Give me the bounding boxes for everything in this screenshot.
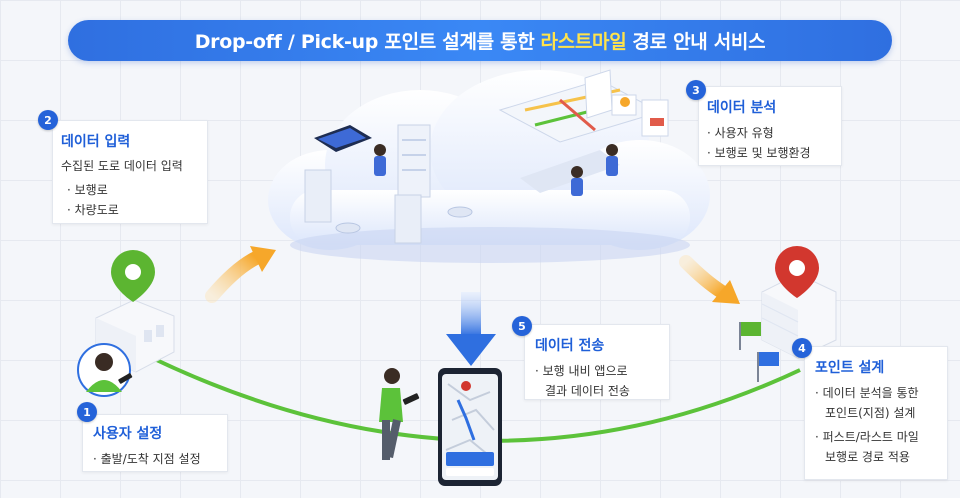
step-5-badge: 5 bbox=[512, 316, 532, 336]
step-1-card: 사용자 설정 · 출발/도착 지점 설정 bbox=[82, 414, 228, 472]
step-3-item-2: · 보행로 및 보행환경 bbox=[707, 146, 811, 160]
navigation-app-phone-icon bbox=[438, 368, 502, 486]
accessibility-flag-icon bbox=[757, 352, 779, 382]
location-pin-green-icon bbox=[111, 250, 155, 302]
download-arrow-icon bbox=[446, 292, 496, 366]
step-3-heading: 데이터 분석 bbox=[707, 100, 777, 116]
step-4-item-1: · 데이터 분석을 통한 bbox=[815, 386, 919, 400]
title-banner: Drop-off / Pick-up 포인트 설계를 통한 라스트마일 경로 안… bbox=[68, 20, 892, 61]
step-1-badge: 1 bbox=[77, 402, 97, 422]
step-1-item-1: · 출발/도착 지점 설정 bbox=[93, 452, 201, 466]
step-2-item-1: · 보행로 bbox=[67, 183, 108, 197]
step-4-item-4: 보행로 경로 적용 bbox=[825, 450, 910, 464]
end-building-icon bbox=[761, 273, 837, 359]
step-4-badge: 4 bbox=[792, 338, 812, 358]
pedestrian-flag-icon bbox=[739, 322, 761, 350]
step-2-heading: 데이터 입력 bbox=[61, 134, 131, 150]
step-5-item-1: · 보행 내비 앱으로 bbox=[535, 364, 628, 378]
step-5-card: 데이터 전송 · 보행 내비 앱으로 결과 데이터 전송 bbox=[524, 324, 670, 400]
step-3-badge: 3 bbox=[686, 80, 706, 100]
location-pin-red-icon bbox=[775, 246, 819, 298]
user-avatar-icon bbox=[77, 343, 133, 397]
step-4-heading: 포인트 설계 bbox=[815, 360, 885, 376]
step-4-item-2: 포인트(지점) 설계 bbox=[825, 406, 916, 420]
step-2-item-2: · 차량도로 bbox=[67, 203, 119, 217]
step-3-item-1: · 사용자 유형 bbox=[707, 126, 774, 140]
data-center-cloud-icon bbox=[268, 69, 710, 263]
step-1-heading: 사용자 설정 bbox=[93, 426, 163, 442]
arrow-from-cloud-icon bbox=[679, 255, 740, 304]
title-highlight: 라스트마일 bbox=[540, 31, 627, 53]
step-4-item-3: · 퍼스트/라스트 마일 bbox=[815, 430, 919, 444]
step-3-card: 데이터 분석 · 사용자 유형 · 보행로 및 보행환경 bbox=[698, 86, 842, 166]
arrow-to-cloud-icon bbox=[205, 246, 276, 303]
title-suffix: 경로 안내 서비스 bbox=[632, 31, 766, 53]
step-5-heading: 데이터 전송 bbox=[535, 338, 605, 354]
step-4-card: 포인트 설계 · 데이터 분석을 통한 포인트(지점) 설계 · 퍼스트/라스트… bbox=[804, 346, 948, 480]
title-prefix: Drop-off / Pick-up 포인트 설계를 통한 bbox=[194, 31, 535, 53]
step-2-card: 데이터 입력 수집된 도로 데이터 입력 · 보행로 · 차량도로 bbox=[52, 120, 208, 224]
step-2-subtitle: 수집된 도로 데이터 입력 bbox=[61, 159, 183, 173]
step-5-item-2: 결과 데이터 전송 bbox=[545, 384, 630, 398]
walking-person-icon bbox=[379, 368, 420, 460]
step-2-badge: 2 bbox=[38, 110, 58, 130]
